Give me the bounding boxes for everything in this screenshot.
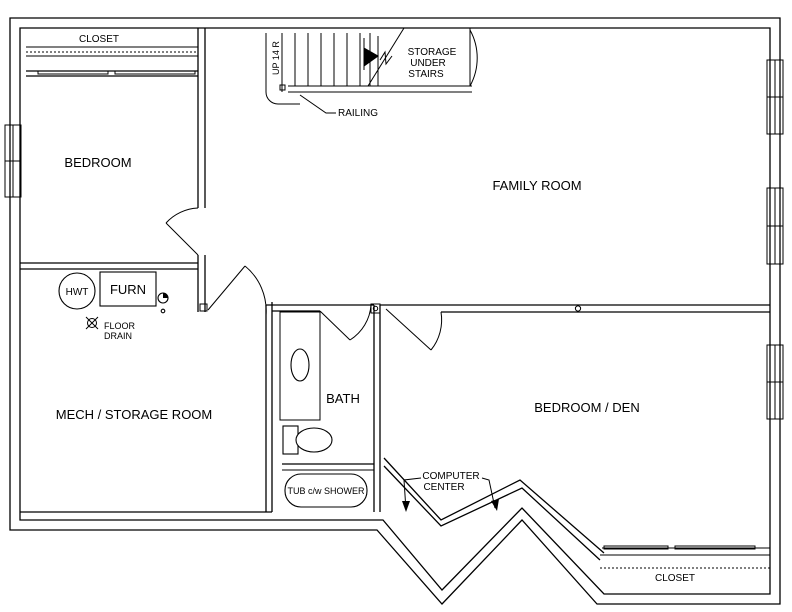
window-right-1	[766, 59, 784, 135]
bath-label: BATH	[326, 391, 360, 406]
bath-walls	[266, 303, 381, 512]
tub-shower-label: TUB c/w SHOWER	[287, 486, 365, 496]
storage-label-1: STORAGE	[408, 47, 457, 58]
up-stairs-label: UP 14 R	[271, 41, 281, 75]
exterior-walls	[9, 17, 781, 605]
stairs	[265, 27, 478, 114]
floor-drain-icon	[85, 316, 99, 330]
window-right-2	[766, 187, 784, 265]
computer-center-arrows	[402, 477, 499, 512]
closet-top-label: CLOSET	[79, 34, 119, 45]
mech-storage-label: MECH / STORAGE ROOM	[56, 407, 213, 422]
sink	[290, 348, 310, 382]
storage-label-2: UNDER	[410, 58, 446, 69]
den-walls	[383, 457, 770, 569]
hot-water-tank	[58, 272, 96, 310]
bedroom-den-label: BEDROOM / DEN	[534, 400, 639, 415]
furnace	[99, 271, 157, 307]
window-left	[4, 124, 22, 198]
toilet	[282, 425, 333, 455]
family-room-walls	[380, 304, 770, 351]
mech-walls	[20, 265, 273, 513]
closet-top	[26, 46, 198, 77]
bath-fixtures	[282, 348, 374, 508]
railing-label: RAILING	[338, 108, 378, 119]
bedroom-walls	[20, 28, 206, 312]
furn-label: FURN	[110, 282, 146, 297]
closet-bottom-label: CLOSET	[655, 573, 695, 584]
family-room-label: FAMILY ROOM	[492, 178, 581, 193]
bathtub	[284, 473, 368, 508]
window-right-3	[766, 344, 784, 420]
storage-label-3: STAIRS	[408, 69, 444, 80]
floor-drain-label-2: DRAIN	[104, 331, 132, 341]
bedroom-label: BEDROOM	[64, 155, 131, 170]
floor-drain-label-1: FLOOR	[104, 321, 136, 331]
computer-label-1: COMPUTER	[422, 471, 479, 482]
hwt-label: HWT	[66, 287, 89, 298]
computer-label-2: CENTER	[423, 482, 464, 493]
room-labels: CLOSET BEDROOM UP 14 R STORAGE UNDER STA…	[56, 34, 695, 584]
mech-fixtures	[58, 271, 169, 330]
